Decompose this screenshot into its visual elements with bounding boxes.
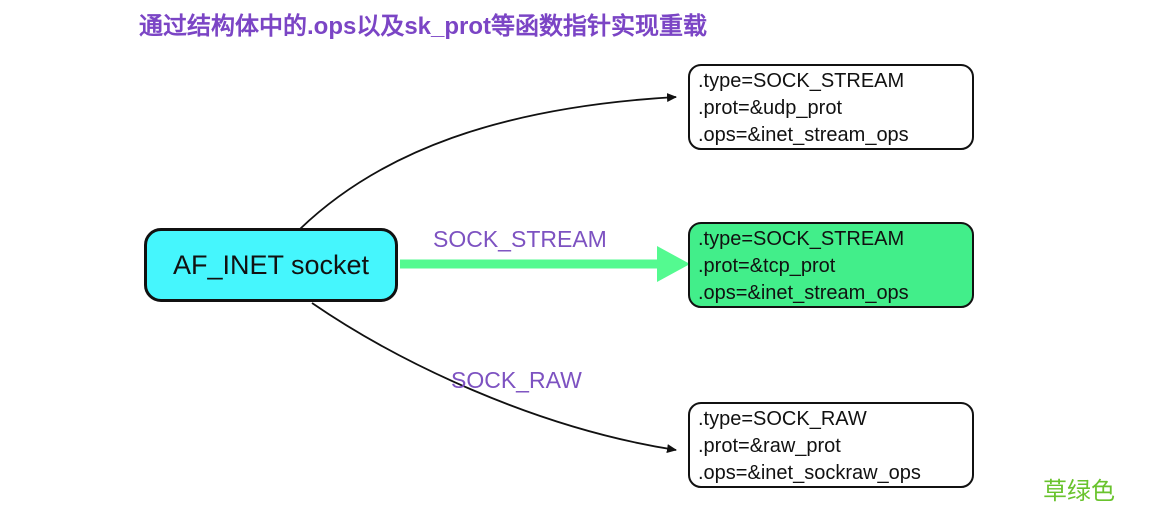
node-line: .prot=&raw_prot: [698, 435, 841, 457]
node-sock-raw: .type=SOCK_RAW .prot=&raw_prot .ops=&ine…: [688, 402, 974, 488]
edge-label-sock-stream: SOCK_STREAM: [433, 226, 607, 252]
node-sock-stream-udp: .type=SOCK_STREAM .prot=&udp_prot .ops=&…: [688, 64, 974, 150]
node-sock-stream-tcp: .type=SOCK_STREAM .prot=&tcp_prot .ops=&…: [688, 222, 974, 308]
node-line: .type=SOCK_STREAM: [698, 228, 905, 250]
watermark-text: 草绿色: [1043, 478, 1115, 505]
page-title: 通过结构体中的.ops以及sk_prot等函数指针实现重载: [139, 13, 708, 40]
node-line: .ops=&inet_sockraw_ops: [698, 462, 921, 484]
node-line: .prot=&udp_prot: [698, 97, 842, 119]
node-line: .ops=&inet_stream_ops: [698, 124, 909, 146]
node-af-inet-socket: AF_INET socket: [144, 228, 398, 302]
node-line: .type=SOCK_STREAM: [698, 70, 905, 92]
node-line: .type=SOCK_RAW: [698, 408, 867, 430]
edge-label-sock-raw: SOCK_RAW: [451, 367, 582, 393]
node-line: .prot=&tcp_prot: [698, 255, 836, 277]
node-line: .ops=&inet_stream_ops: [698, 282, 909, 304]
edge-curve-to-udp-node: [299, 93, 677, 230]
